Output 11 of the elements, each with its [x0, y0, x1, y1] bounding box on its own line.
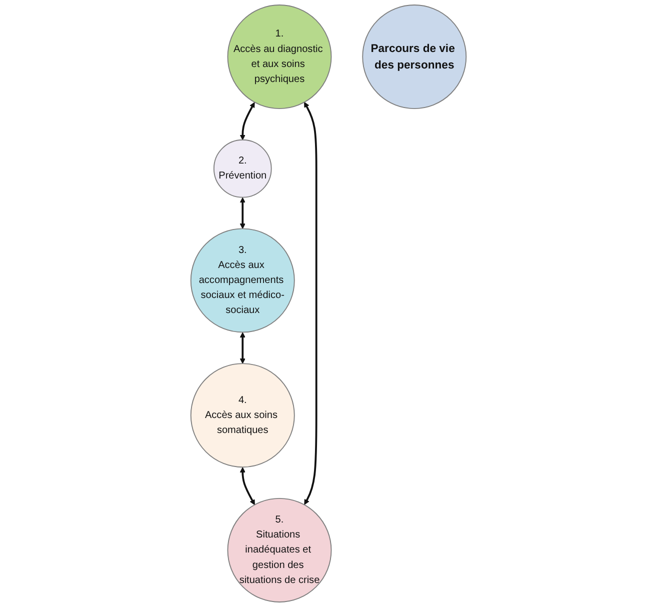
arrow — [240, 332, 246, 364]
arrow — [240, 467, 255, 506]
node-circle: 5. Situations inadéquates et gestion des situations de crise — [227, 498, 332, 602]
node-circle: Parcours de vie des personnes — [362, 4, 467, 109]
arrow — [240, 197, 246, 229]
node-circle: 1. Accès au diagnostic et aux soins psychiques — [227, 4, 332, 109]
node-circle: 3. Accès aux accompagnements sociaux et médico-sociaux — [190, 228, 295, 333]
node-circle: 2. Prévention — [213, 139, 272, 198]
arrow — [240, 102, 255, 140]
node-circle: 4. Accès aux soins somatiques — [190, 363, 295, 468]
arrow — [304, 102, 318, 505]
